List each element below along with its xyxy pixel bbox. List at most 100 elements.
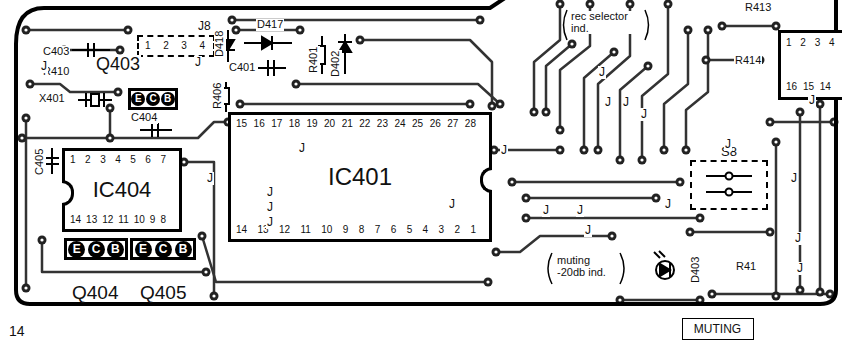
solder-pad [542,108,551,117]
solder-pad [676,178,685,187]
component-outline: S8 [690,160,768,210]
solder-pad [616,156,625,165]
pad-hole [524,216,527,219]
jumper-mark: J [448,198,456,211]
ic-name: IC401 [328,165,392,189]
solder-pad [638,156,647,165]
jumper-mark: J [542,204,550,217]
solder-pad [488,102,497,111]
component-outline: J81 2 3 4 [137,35,215,57]
pad-hole [524,196,527,199]
solder-pad [684,26,693,35]
solder-pad [210,292,219,301]
jumper-mark: J [576,204,584,217]
jumper-mark: J [206,172,214,185]
pad-hole [24,28,27,31]
pad-hole [558,148,561,151]
pad-hole [828,292,831,295]
ic-package: 1 2 3 4 5 6 7IC40414 13 12 11 10 9 8 [62,148,182,232]
solder-pad [522,194,531,203]
solder-pad [696,214,705,223]
pad-hole [118,48,121,51]
panel-label-box: MUTING [682,318,754,340]
jumper-mark: J [724,138,732,151]
transistor-label: Q404 [71,283,119,302]
pad-hole [798,288,801,291]
component-label: 14 [8,324,26,339]
solder-pad [610,48,619,57]
panel-label: MUTING [694,323,741,335]
component-label: R401 [308,46,320,74]
pad-circle: B [161,92,175,106]
pad-circle: E [131,92,145,106]
solder-pad [816,100,825,109]
solder-pad [18,134,27,143]
pin-letter: C [159,243,168,255]
solder-pad [660,146,669,155]
solder-pad [652,194,661,203]
solder-pad [466,100,475,109]
jumper-mark: J [604,96,612,109]
pad-hole [468,102,471,105]
pad-hole [494,250,497,253]
pad-hole [774,294,777,297]
pad-hole [610,234,613,237]
pad-hole [706,28,709,31]
component-label: D402 [330,50,342,78]
jumper-mark: J [500,144,508,157]
jumper-mark: J [298,142,306,155]
pin-numbers: 1 2 3 4 [145,41,205,51]
pad-hole [238,102,241,105]
solder-pad [718,22,727,31]
pad-hole [570,42,573,45]
pad-hole [490,104,493,107]
solder-pads [18,0,839,305]
pad-hole [698,216,701,219]
pin-letter: B [179,243,188,255]
pad-hole [704,58,707,61]
pin-numbers: 14 13 12 11 10 9 8 [70,215,166,225]
solder-pad [686,228,695,237]
pin-letter: E [73,243,81,255]
solder-pad [702,56,711,65]
transistor-label: Q403 [95,55,141,73]
pin-letter: B [111,243,120,255]
pad-hole [492,148,495,151]
pad-hole [662,148,665,151]
pad-hole [688,230,691,233]
pad-hole [582,148,585,151]
pad-hole [182,160,185,163]
board-outline [16,0,836,304]
component-label: X401 [38,93,66,105]
solder-pad [202,268,211,277]
pad-hole [768,230,771,233]
solder-pad [492,248,501,257]
pad-hole [478,18,481,21]
solder-pad [508,178,517,187]
pad-hole [588,2,591,5]
jumper-mark: J [266,216,274,229]
pad-circle: E [135,241,152,258]
jumper-mark: J [622,96,630,109]
pad-hole [234,28,237,31]
copper-traces [22,4,834,300]
pad-hole [618,298,621,301]
solder-pad [580,146,589,155]
transistor-label: Q405 [139,283,187,302]
ic-notch [62,180,74,206]
switch-symbol [706,173,752,196]
pad-hole [710,292,713,295]
solder-pad [556,146,565,155]
pad-hole [230,18,233,21]
solder-pad [26,80,35,89]
jumper-mark: J [790,172,798,185]
solder-pad [22,26,31,35]
component-label: D417 [256,19,284,31]
solder-pad [682,146,691,155]
pad-hole [628,2,631,5]
pin-numbers: 15 16 17 18 19 20 21 22 23 24 25 26 27 2… [236,119,476,129]
jumper-mark: J [794,232,802,245]
solder-pad [106,134,115,143]
jumper-mark: J [266,201,274,214]
